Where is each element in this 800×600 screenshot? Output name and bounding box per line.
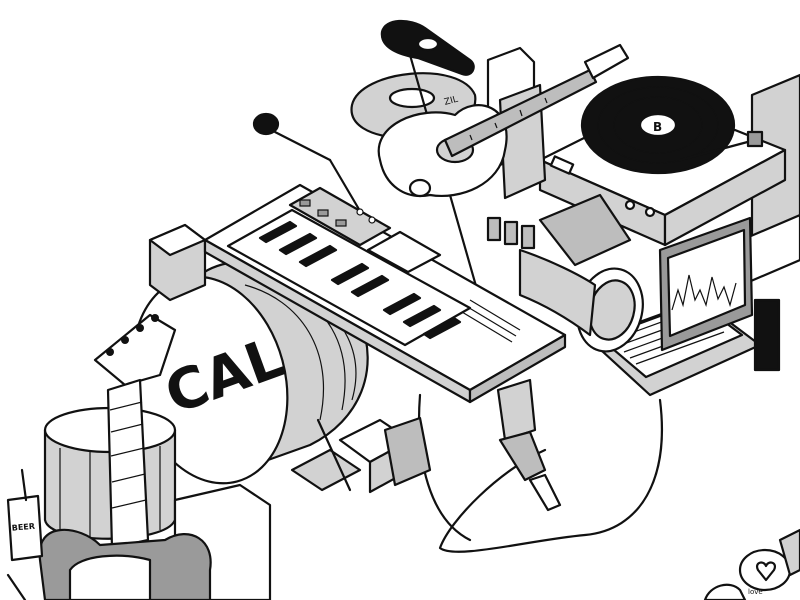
- horn: [486, 216, 644, 353]
- keyboard-synth: [203, 183, 567, 404]
- turntable: B: [538, 75, 787, 247]
- acoustic-guitar: [377, 43, 630, 198]
- heart-tags: love: [703, 528, 800, 600]
- trumpet-valves: [486, 216, 536, 250]
- beer-cup: BEER: [6, 468, 44, 600]
- electric-guitar: [38, 313, 212, 600]
- cable: [417, 378, 663, 553]
- effect-pedals: [290, 416, 432, 494]
- record-label: B: [653, 120, 662, 134]
- bottle: [380, 19, 475, 76]
- keyboard-keys: [226, 208, 472, 347]
- heart-tag-text: love: [748, 588, 763, 596]
- cup-label: BEER: [11, 522, 35, 533]
- small-speaker-box: [148, 223, 207, 302]
- laptop: [588, 216, 781, 397]
- cymbal-logo: ZIL: [443, 95, 459, 108]
